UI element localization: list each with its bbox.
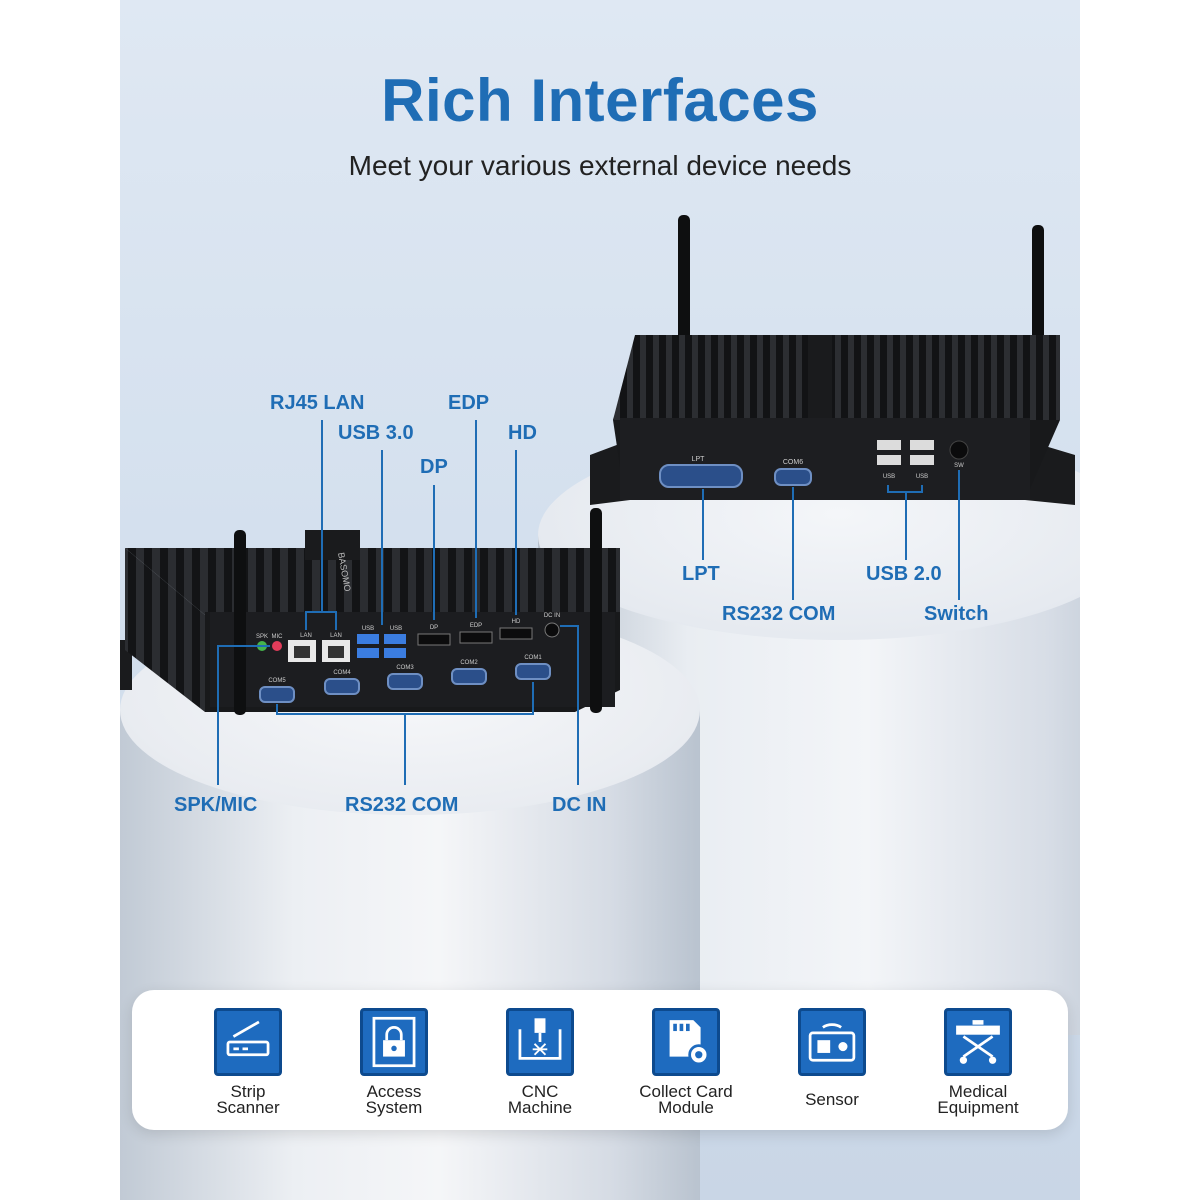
port-label: MIC — [272, 634, 284, 640]
usb-port — [877, 455, 901, 465]
port-label: DP — [430, 625, 438, 631]
product-banner: Rich Interfaces Meet your various extern… — [120, 0, 1080, 1200]
usb3-port — [384, 634, 406, 644]
app-label: System — [365, 1098, 423, 1117]
app-label: Sensor — [805, 1090, 859, 1109]
antenna — [234, 530, 246, 715]
callout-usb30: USB 3.0 — [338, 422, 414, 444]
port-label: LAN — [330, 633, 342, 639]
app-sensor: Sensor — [772, 1008, 892, 1108]
hd-port — [499, 627, 533, 640]
com-port — [774, 468, 812, 486]
app-label: Module — [658, 1098, 714, 1117]
port-label: COM4 — [333, 670, 351, 676]
port-label: USB — [362, 626, 374, 632]
usb3-port — [357, 648, 379, 658]
mic-jack — [272, 641, 282, 651]
dp-port — [417, 633, 451, 646]
callout-dp: DP — [420, 456, 448, 478]
callout-hd: HD — [508, 422, 537, 444]
page-subtitle: Meet your various external device needs — [348, 150, 852, 181]
port-label: USB — [883, 474, 895, 480]
callout-edp: EDP — [448, 392, 490, 414]
device-illustration: LPT COM6 USB USB SW — [120, 215, 1075, 785]
callout-rs232-front: RS232 COM — [345, 794, 459, 816]
stretcher-icon — [944, 1008, 1012, 1076]
app-label: Collect Card — [639, 1082, 733, 1101]
app-label: Access — [366, 1082, 422, 1101]
callout-spk-mic: SPK/MIC — [174, 794, 258, 816]
port-label: COM3 — [396, 665, 414, 671]
antenna — [590, 508, 602, 713]
port-label: EDP — [470, 623, 482, 629]
usb-port — [877, 440, 901, 450]
callout-usb20: USB 2.0 — [866, 563, 942, 585]
port-label: SPK — [256, 634, 268, 640]
usb3-port — [384, 648, 406, 658]
app-label: Strip — [230, 1082, 266, 1101]
usb-port — [910, 440, 934, 450]
sensor-icon — [798, 1008, 866, 1076]
callout-rs232-back: RS232 COM — [722, 603, 836, 625]
port-label: COM1 — [524, 655, 542, 661]
antenna — [1032, 225, 1044, 345]
port-label: COM6 — [783, 459, 803, 466]
edp-port — [459, 631, 493, 644]
dc-in-jack — [544, 622, 560, 638]
port-label: LPT — [692, 456, 706, 463]
card-gear-icon — [652, 1008, 720, 1076]
port-label: LAN — [300, 633, 312, 639]
app-label: Equipment — [937, 1098, 1019, 1117]
callout-lpt: LPT — [682, 563, 720, 585]
port-label: USB — [390, 626, 402, 632]
com-port — [387, 673, 423, 690]
usb-port — [910, 455, 934, 465]
port-label: SW — [954, 463, 964, 469]
front-device: BASOMO SPK MIC LAN LAN — [120, 420, 620, 785]
page-title: Rich Interfaces — [381, 67, 819, 134]
port-label: HD — [512, 619, 521, 625]
callout-switch: Switch — [924, 603, 989, 625]
cnc-icon — [506, 1008, 574, 1076]
app-label: Medical — [948, 1082, 1008, 1101]
usb3-port — [357, 634, 379, 644]
callout-rj45-lan: RJ45 LAN — [270, 392, 365, 414]
app-label: Machine — [507, 1098, 573, 1117]
antenna — [678, 215, 690, 345]
com-port — [451, 668, 487, 685]
lock-icon — [360, 1008, 428, 1076]
callout-dc-in: DC IN — [552, 794, 607, 816]
com-port — [259, 686, 295, 703]
com-port — [515, 663, 551, 680]
app-label: CNC — [521, 1082, 559, 1101]
rear-device: LPT COM6 USB USB SW — [590, 215, 1075, 600]
com-port — [324, 678, 360, 695]
lpt-port — [659, 464, 743, 488]
port-label: DC IN — [544, 613, 560, 619]
port-label: COM5 — [268, 678, 286, 684]
scanner-icon — [214, 1008, 282, 1076]
port-label: USB — [916, 474, 928, 480]
power-switch — [949, 440, 969, 460]
app-label: Scanner — [216, 1098, 280, 1117]
port-label: COM2 — [460, 660, 478, 666]
